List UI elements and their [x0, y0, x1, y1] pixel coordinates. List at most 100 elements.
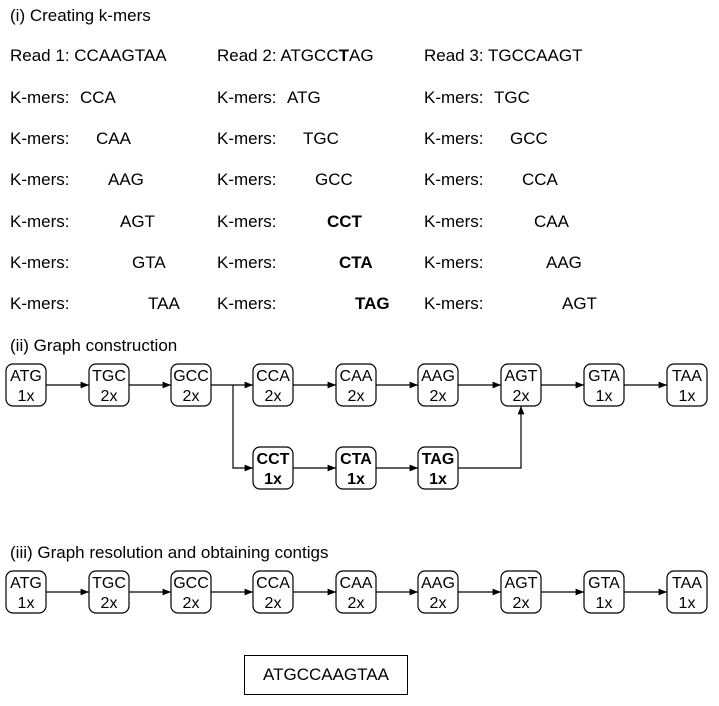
node-kmer: CTA — [340, 451, 372, 468]
node-count: 2x — [430, 595, 447, 612]
kmer-value: ATG — [287, 88, 321, 107]
kmer-label: K-mers: — [424, 129, 484, 148]
kmer-value: GCC — [510, 129, 548, 148]
node-kmer: AAG — [421, 368, 455, 385]
node-box — [417, 446, 459, 490]
node-box — [252, 570, 294, 614]
node-count: 2x — [183, 388, 200, 405]
node-kmer: CCA — [256, 368, 290, 385]
kmer-label: K-mers: — [217, 88, 277, 107]
node-kmer: GTA — [588, 575, 620, 592]
node-count: 2x — [101, 388, 118, 405]
kmer-value: GCC — [315, 170, 353, 189]
node-count: 1x — [264, 471, 282, 488]
section-title-creating-kmers: (i) Creating k-mers — [10, 6, 151, 25]
node-box — [170, 570, 212, 614]
node-kmer: TAA — [672, 575, 702, 592]
kmer-label: K-mers: — [217, 129, 277, 148]
node-box — [666, 570, 708, 614]
kmer-label: K-mers: — [424, 294, 484, 313]
kmer-value: CAA — [96, 129, 131, 148]
node-count: 1x — [679, 595, 696, 612]
node-kmer: TGC — [92, 575, 126, 592]
node-count: 2x — [101, 595, 118, 612]
node-box — [335, 570, 377, 614]
kmer-value: TAG — [355, 294, 390, 313]
kmer-label: K-mers: — [424, 212, 484, 231]
node-box — [500, 363, 542, 407]
node-count: 1x — [18, 388, 35, 405]
node-count: 2x — [513, 388, 530, 405]
read-sequence: ATGCCTAG — [280, 46, 374, 65]
kmer-label: K-mers: — [10, 129, 70, 148]
kmer-value: AGT — [562, 294, 597, 313]
read-label: Read 3: — [424, 46, 488, 65]
kmer-label: K-mers: — [217, 253, 277, 272]
resolved-node-cca: CCA 2x — [252, 570, 294, 614]
kmer-label: K-mers: — [217, 294, 277, 313]
node-kmer: TGC — [92, 368, 126, 385]
node-kmer: CAA — [340, 575, 373, 592]
graph-branch-node-cct: CCT 1x — [252, 446, 294, 490]
node-box — [335, 446, 377, 490]
resolved-node-tgc: TGC 2x — [88, 570, 130, 614]
node-box — [335, 363, 377, 407]
read-label: Read 1: — [10, 46, 75, 65]
contig-box: ATGCCAAGTAA — [244, 655, 408, 695]
node-count: 1x — [596, 388, 613, 405]
kmer-value: TGC — [494, 88, 530, 107]
node-count: 1x — [347, 471, 365, 488]
node-kmer: CCA — [256, 575, 290, 592]
node-kmer: AGT — [505, 368, 538, 385]
node-kmer: CCT — [257, 451, 290, 468]
graph-edge-branch-in — [458, 406, 525, 469]
kmer-label: K-mers: — [424, 88, 484, 107]
kmer-label: K-mers: — [10, 170, 70, 189]
node-kmer: TAG — [422, 451, 455, 468]
read-2: Read 2: ATGCCTAG — [217, 46, 374, 66]
kmer-value: CCT — [327, 212, 362, 231]
node-box — [583, 363, 625, 407]
kmer-label: K-mers: — [424, 253, 484, 272]
node-kmer: GCC — [173, 368, 209, 385]
kmer-value: CAA — [534, 212, 569, 231]
graph-node-gcc: GCC 2x — [170, 363, 212, 407]
node-box — [88, 363, 130, 407]
kmer-value: AAG — [546, 253, 582, 272]
graph-node-agt: AGT 2x — [500, 363, 542, 407]
node-kmer: ATG — [10, 368, 42, 385]
node-box — [417, 570, 459, 614]
kmer-label: K-mers: — [10, 88, 70, 107]
node-kmer: GCC — [173, 575, 209, 592]
read-1: Read 1: CCAAGTAA — [10, 46, 167, 66]
node-box — [666, 363, 708, 407]
node-box — [252, 363, 294, 407]
kmer-label: K-mers: — [10, 294, 70, 313]
node-count: 1x — [18, 595, 35, 612]
graph-node-tgc: TGC 2x — [88, 363, 130, 407]
node-kmer: ATG — [10, 575, 42, 592]
kmer-label: K-mers: — [424, 170, 484, 189]
node-count: 2x — [265, 595, 282, 612]
kmer-value: AAG — [108, 170, 144, 189]
node-box — [5, 363, 47, 407]
kmer-value: TGC — [303, 129, 339, 148]
kmer-value: CTA — [339, 253, 373, 272]
kmer-value: AGT — [120, 212, 155, 231]
section-title-graph-resolution: (iii) Graph resolution and obtaining con… — [10, 543, 329, 562]
kmer-label: K-mers: — [10, 253, 70, 272]
resolved-node-taa: TAA 1x — [666, 570, 708, 614]
graph-branch-node-cta: CTA 1x — [335, 446, 377, 490]
read-label: Read 2: — [217, 46, 281, 65]
read-sequence: TGCCAAGT — [487, 46, 583, 65]
kmer-value: CCA — [80, 88, 116, 107]
